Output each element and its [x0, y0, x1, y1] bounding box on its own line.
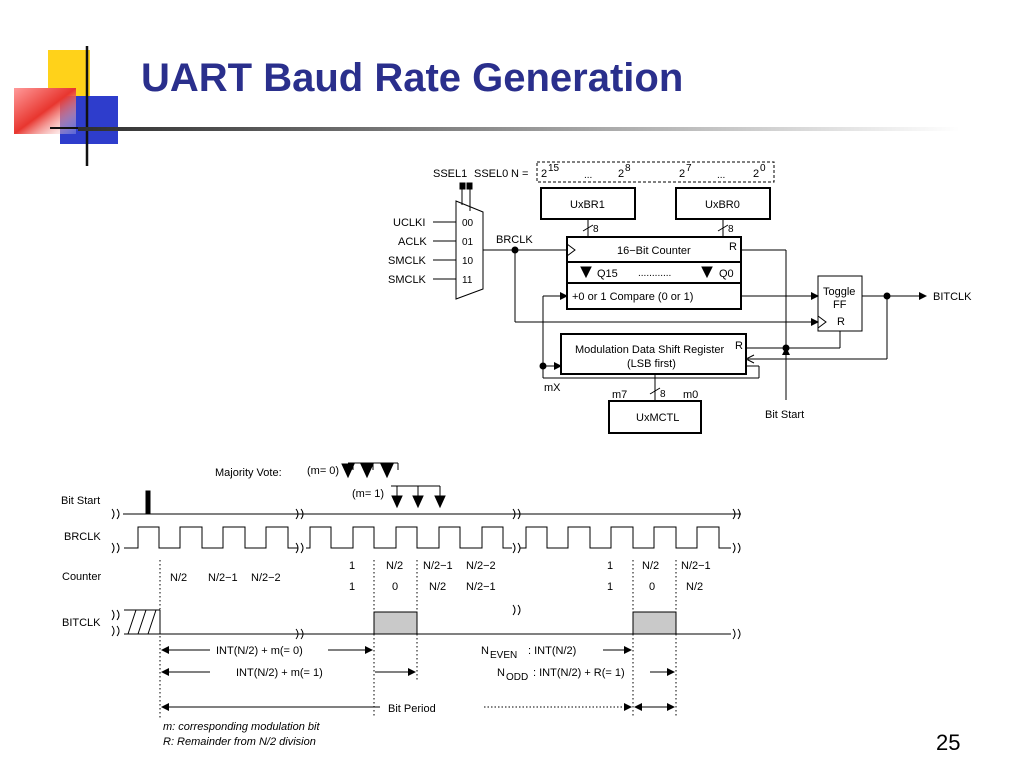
counter-value: 1 — [349, 560, 355, 572]
mx-label: mX — [544, 382, 561, 394]
n-equals-label: N = — [511, 168, 528, 180]
counter-value: N/2−2 — [251, 572, 281, 584]
block-diagram-labels: SSEL1 SSEL0 N = 2 15 ... 2 8 2 7 ... 2 0… — [388, 163, 972, 424]
m1-vote-label: (m= 1) — [352, 488, 384, 500]
counter-value: N/2−1 — [208, 572, 238, 584]
counter-value: N/2 — [686, 581, 703, 593]
bus8-uxmctl: 8 — [660, 389, 666, 400]
footnote-m: m: corresponding modulation bit — [163, 721, 320, 733]
mux-code-10: 10 — [462, 256, 474, 267]
counter-value: N/2−1 — [681, 560, 711, 572]
uxbr0-label: UxBR0 — [705, 199, 740, 211]
modulation-shift-register — [560, 333, 747, 375]
n-odd-base: N — [497, 667, 505, 679]
clock-mux — [455, 200, 484, 300]
majority-vote-label: Majority Vote: — [215, 467, 282, 479]
row-label-counter: Counter — [62, 571, 101, 583]
toggle-label-2: FF — [833, 299, 847, 311]
int-m1-annotation: INT(N/2) + m(= 1) — [236, 667, 323, 679]
counter-value: 1 — [349, 581, 355, 593]
m0-label: m0 — [683, 389, 698, 401]
counter-value: 0 — [649, 581, 655, 593]
mux-code-11: 11 — [462, 275, 473, 286]
mux-code-00: 00 — [462, 218, 474, 229]
ssel0-label: SSEL0 — [474, 168, 508, 180]
q15-label: Q15 — [597, 268, 618, 280]
brclk-label: BRCLK — [496, 234, 533, 246]
timing-diagram — [111, 462, 741, 718]
counter-value: N/2 — [170, 572, 187, 584]
counter-value: N/2−1 — [466, 581, 496, 593]
bit0-exp: 0 — [760, 163, 766, 174]
bit7-base: 2 — [679, 168, 685, 180]
mux-input-uclki: UCLKI — [393, 217, 425, 229]
counter-value: N/2−2 — [466, 560, 496, 572]
timing-diagram-labels: Majority Vote: (m= 0) (m= 1) Bit Start B… — [61, 465, 711, 748]
n-odd-rest: : INT(N/2) + R(= 1) — [533, 667, 625, 679]
counter-value: N/2 — [429, 581, 446, 593]
counter-value: N/2 — [642, 560, 659, 572]
footnote-r: R: Remainder from N/2 division — [163, 736, 316, 748]
counter-value: 1 — [607, 581, 613, 593]
mod-register-label-2: (LSB first) — [627, 358, 676, 370]
bit15-base: 2 — [541, 168, 547, 180]
m7-label: m7 — [612, 389, 627, 401]
n-dots-2: ... — [717, 170, 725, 181]
counter-label: 16−Bit Counter — [617, 245, 691, 257]
n-even-base: N — [481, 645, 489, 657]
mod-register-label-1: Modulation Data Shift Register — [575, 344, 725, 356]
title-underline — [78, 127, 960, 131]
n-odd-sub: ODD — [506, 672, 528, 683]
counter-value: N/2 — [386, 560, 403, 572]
int-m0-annotation: INT(N/2) + m(= 0) — [216, 645, 303, 657]
m0-vote-label: (m= 0) — [307, 465, 339, 477]
mod-register-reset-label: R — [735, 340, 743, 352]
block-diagram — [433, 161, 927, 434]
toggle-reset-label: R — [837, 316, 845, 328]
bitclk-output-label: BITCLK — [933, 291, 972, 303]
mux-input-aclk: ACLK — [398, 236, 427, 248]
row-label-bitclk: BITCLK — [62, 617, 101, 629]
n-bits-box — [536, 161, 775, 183]
row-label-brclk: BRCLK — [64, 531, 101, 543]
q-dots: ............ — [638, 268, 671, 279]
q0-label: Q0 — [719, 268, 734, 280]
bit8-base: 2 — [618, 168, 624, 180]
bit-period-label: Bit Period — [388, 703, 436, 715]
bus8-uxbr1: 8 — [593, 224, 599, 235]
logo-red-square — [14, 88, 76, 134]
uxmctl-label: UxMCTL — [636, 412, 679, 424]
mux-code-01: 01 — [462, 237, 474, 248]
uxbr1-label: UxBR1 — [570, 199, 605, 211]
slide-title: UART Baud Rate Generation — [141, 56, 684, 100]
page-number: 25 — [936, 730, 961, 755]
row-label-bit-start: Bit Start — [61, 495, 100, 507]
bus8-uxbr0: 8 — [728, 224, 734, 235]
n-even-rest: : INT(N/2) — [528, 645, 576, 657]
counter-value: 0 — [392, 581, 398, 593]
slide-logo — [14, 46, 140, 166]
bit7-exp: 7 — [686, 163, 692, 174]
n-even-sub: EVEN — [490, 650, 517, 661]
compare-label: +0 or 1 Compare (0 or 1) — [572, 291, 693, 303]
bit-start-label: Bit Start — [765, 409, 804, 421]
counter-value: N/2−1 — [423, 560, 453, 572]
toggle-label-1: Toggle — [823, 286, 855, 298]
mux-input-smclk-1: SMCLK — [388, 255, 427, 267]
bit15-exp: 15 — [548, 163, 560, 174]
bit0-base: 2 — [753, 168, 759, 180]
counter-value: 1 — [607, 560, 613, 572]
ssel1-label: SSEL1 — [433, 168, 467, 180]
counter-reset-label: R — [729, 241, 737, 253]
bit8-exp: 8 — [625, 163, 631, 174]
mux-input-smclk-2: SMCLK — [388, 274, 427, 286]
n-dots-1: ... — [584, 170, 592, 181]
